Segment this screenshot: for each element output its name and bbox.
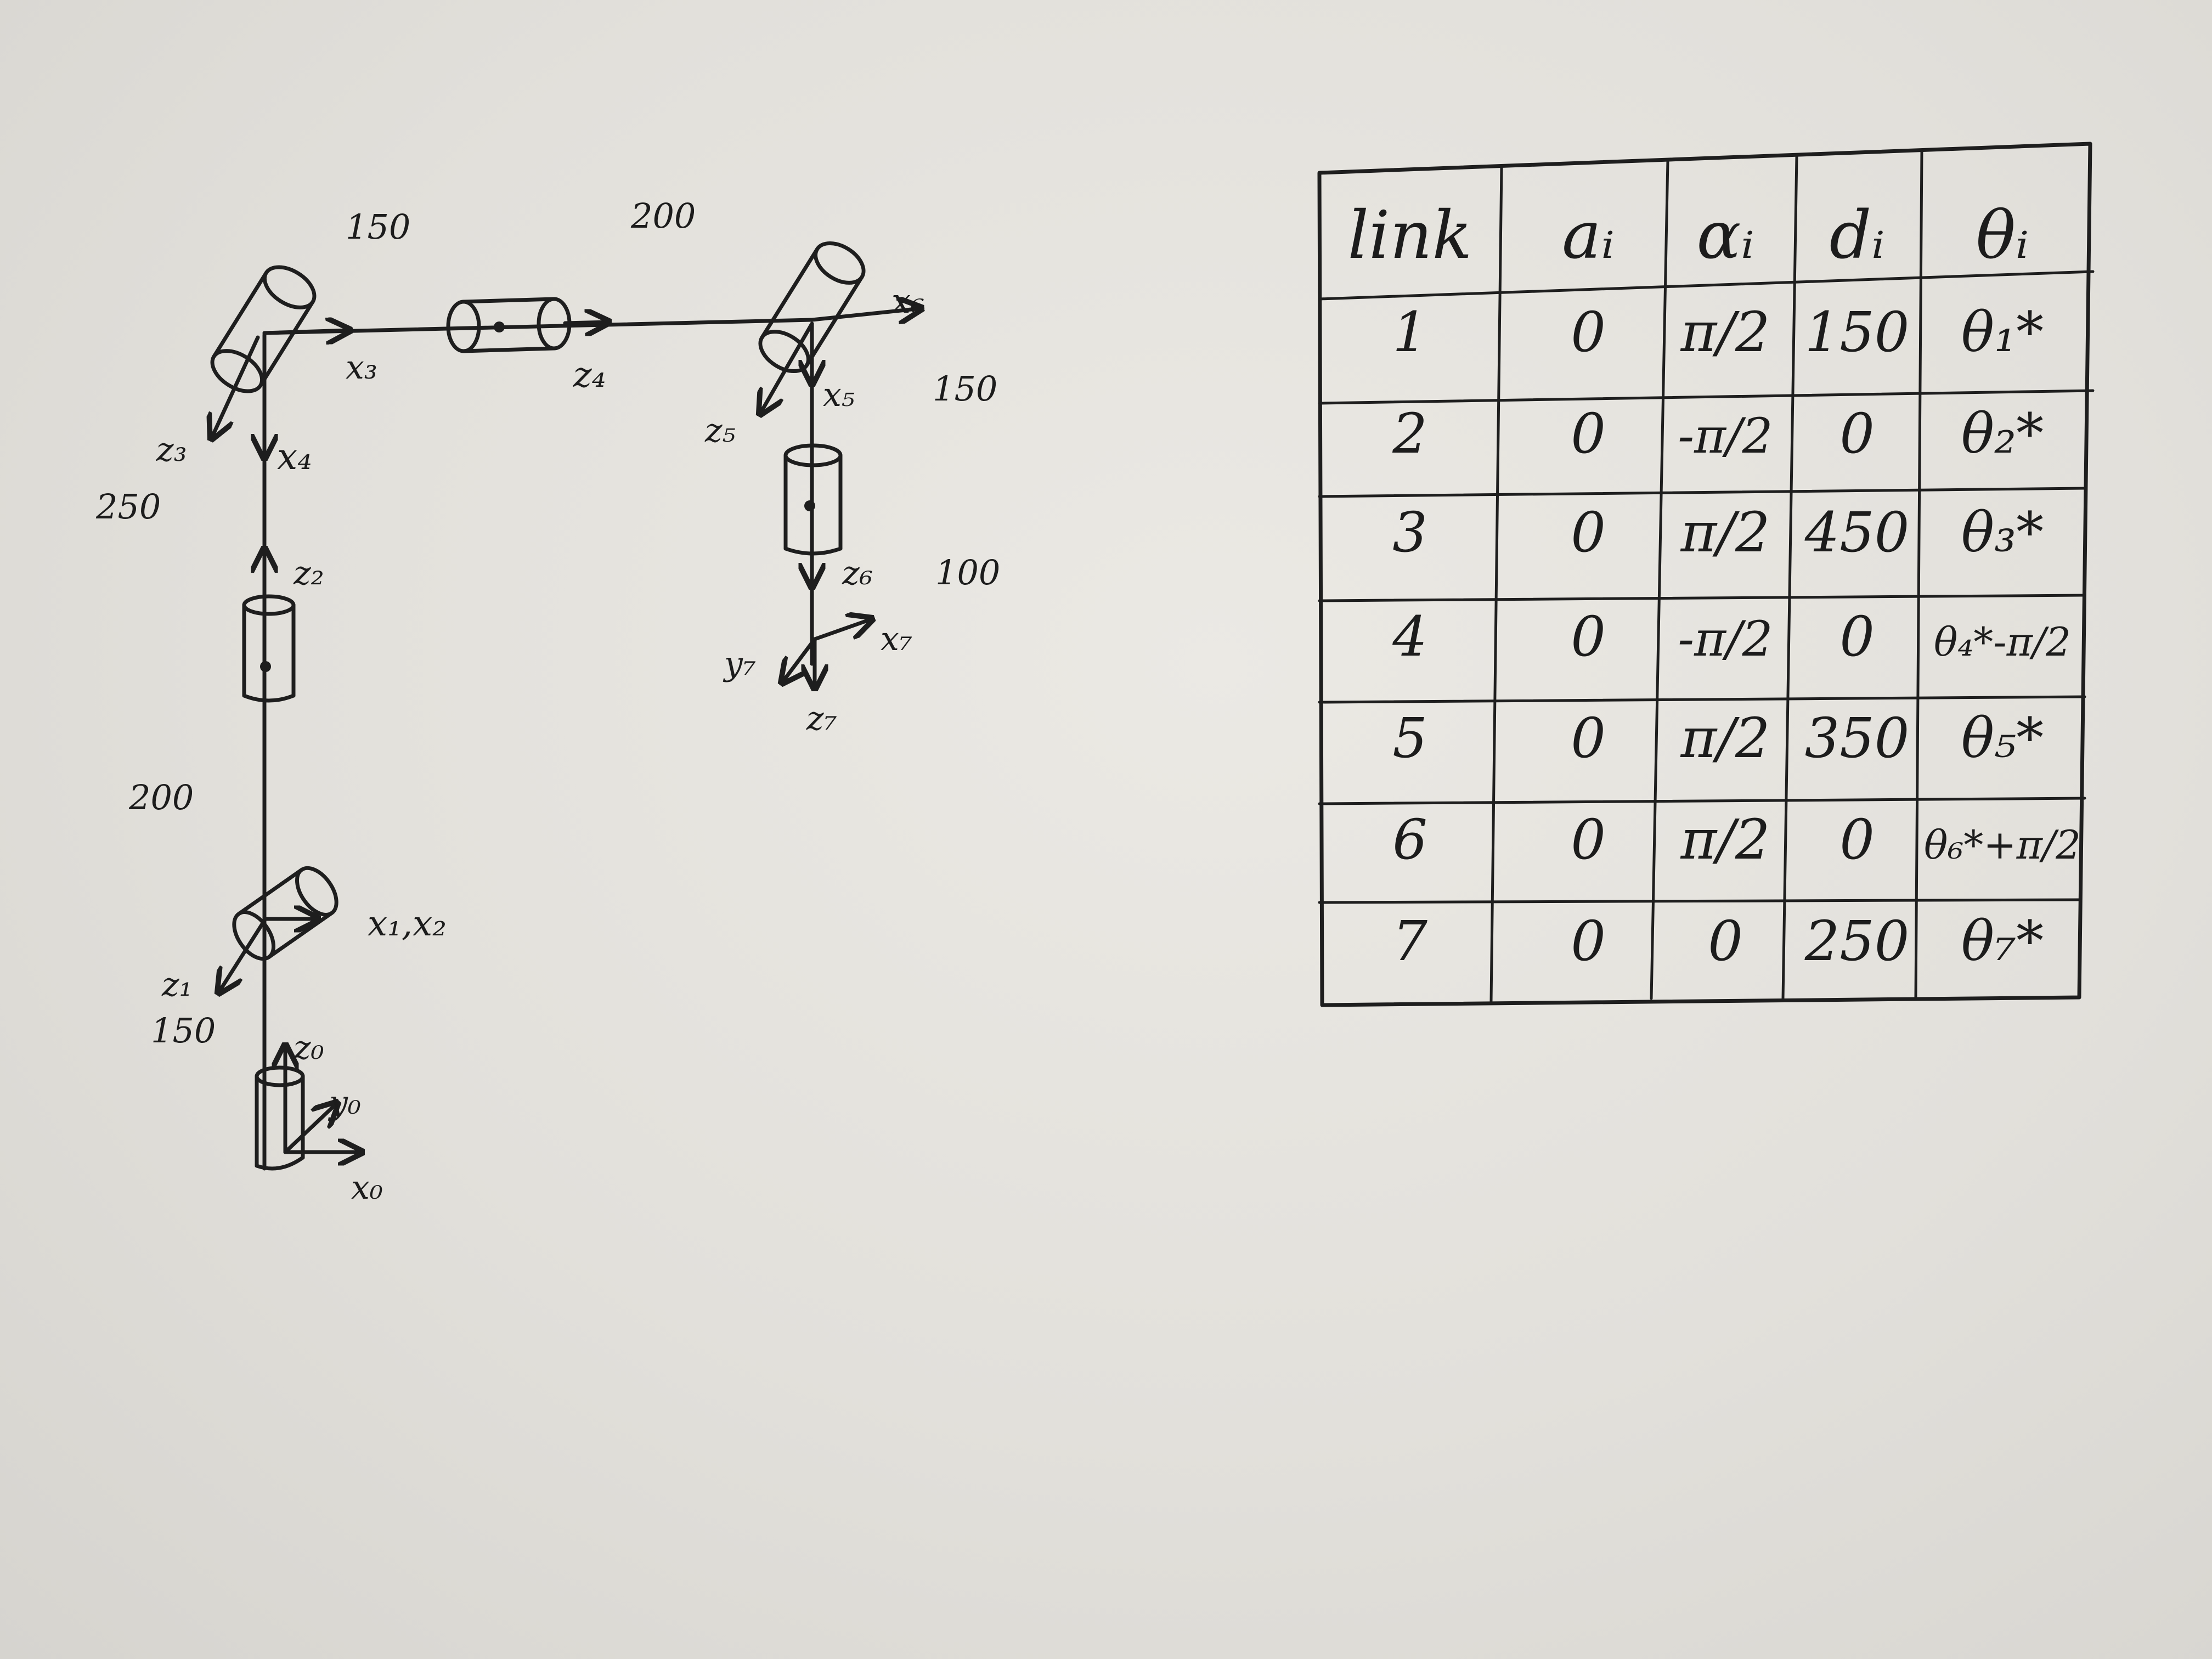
y0-arrow — [283, 1103, 337, 1154]
x3-arrow — [262, 330, 350, 333]
col-divider — [1914, 150, 1923, 999]
dim-label: 150 — [151, 1011, 216, 1051]
row-divider — [1318, 389, 2095, 405]
dim-label: 200 — [128, 777, 194, 817]
table-header-cell: link — [1348, 198, 1472, 274]
frame-label: z₃ — [156, 431, 187, 469]
col-divider — [1489, 166, 1503, 1003]
table-cell: θ₂* — [1961, 402, 2044, 466]
x6-arrow — [810, 308, 922, 320]
frame-label: z₇ — [806, 699, 837, 738]
joint-2 — [242, 594, 296, 703]
frame-label: x₁,x₂ — [368, 904, 447, 944]
table-cell: θ₁* — [1961, 300, 2044, 364]
col-divider — [1650, 159, 1669, 1000]
table-cell: 7 — [1392, 909, 1427, 973]
frame-label: x₅ — [823, 376, 855, 414]
frame-label: z₁ — [161, 966, 193, 1004]
row-divider — [1318, 898, 2081, 904]
table-cell: 0 — [1839, 402, 1875, 466]
table-cell: π/2 — [1680, 808, 1770, 872]
row-divider — [1318, 270, 2095, 301]
table-border — [1317, 142, 2092, 1007]
table-cell: θ₄*-π/2 — [1934, 619, 2071, 665]
table-header-cell: dᵢ — [1830, 198, 1885, 274]
table-cell: 3 — [1392, 500, 1427, 565]
table-cell: -π/2 — [1678, 408, 1773, 464]
table-cell: θ₇* — [1961, 909, 2044, 973]
table-cell: 2 — [1392, 402, 1427, 466]
table-cell: 6 — [1392, 808, 1427, 872]
z5-arrow — [760, 321, 814, 414]
frame-label: z₀ — [293, 1029, 324, 1067]
dim-label: 150 — [933, 369, 997, 409]
dim-label: 100 — [935, 552, 1000, 592]
table-cell: 450 — [1804, 500, 1910, 565]
table-cell: 0 — [1571, 500, 1606, 565]
table-cell: π/2 — [1680, 706, 1770, 770]
table-cell: 0 — [1571, 909, 1606, 973]
table-cell: 4 — [1392, 605, 1427, 669]
frame-label: x₇ — [881, 620, 912, 658]
table-cell: 0 — [1571, 605, 1606, 669]
z1-arrow — [218, 918, 267, 993]
row-divider — [1318, 695, 2086, 704]
frame-label: x₃ — [346, 348, 377, 387]
row-divider — [1318, 797, 2086, 805]
frame-label: x₄ — [277, 436, 312, 478]
joint-3 — [210, 265, 317, 393]
frame-label: x₆ — [891, 281, 924, 321]
table-cell: 0 — [1839, 808, 1875, 872]
table-cell: θ₃* — [1961, 500, 2044, 565]
table-cell: 5 — [1392, 706, 1427, 770]
table-cell: 250 — [1804, 909, 1910, 973]
table-cell: 0 — [1571, 402, 1606, 466]
frame-label: z₂ — [293, 554, 324, 592]
joint-1 — [232, 866, 338, 961]
table-cell: π/2 — [1680, 300, 1770, 364]
table-cell: π/2 — [1680, 500, 1770, 565]
col-divider — [1781, 155, 1798, 1000]
table-cell: 0 — [1839, 605, 1875, 669]
frame-label: z₄ — [573, 355, 606, 396]
table-cell: θ₆*+π/2 — [1924, 822, 2081, 868]
dim-label: 200 — [630, 196, 696, 236]
frame-label: y₀ — [328, 1084, 361, 1122]
table-cell: 0 — [1571, 808, 1606, 872]
table-cell: θ₅* — [1961, 706, 2044, 770]
table-cell: 1 — [1392, 300, 1427, 364]
x7-arrow — [812, 619, 872, 641]
table-cell: 0 — [1571, 706, 1606, 770]
y7-arrow — [782, 637, 817, 683]
dim-label: 250 — [95, 487, 161, 527]
table-cell: 0 — [1571, 300, 1606, 364]
z3-arrow — [211, 335, 260, 439]
row-divider — [1318, 487, 2086, 498]
table-header-cell: θᵢ — [1976, 198, 2029, 274]
frame-label: z₆ — [842, 554, 873, 592]
table-cell: 150 — [1805, 300, 1910, 364]
table-cell: 350 — [1805, 706, 1910, 770]
table-cell: -π/2 — [1678, 611, 1773, 667]
dim-label: 150 — [346, 207, 410, 247]
table-header-cell: αᵢ — [1696, 198, 1754, 274]
frame-label: y₇ — [723, 645, 756, 683]
z4-arrow — [563, 322, 609, 323]
joint-0 — [255, 1065, 305, 1171]
frame-label: z₅ — [704, 411, 736, 450]
table-cell: 0 — [1708, 909, 1743, 973]
frame-label: x₀ — [351, 1169, 383, 1207]
table-header-cell: aᵢ — [1562, 198, 1615, 274]
row-divider — [1318, 594, 2086, 602]
